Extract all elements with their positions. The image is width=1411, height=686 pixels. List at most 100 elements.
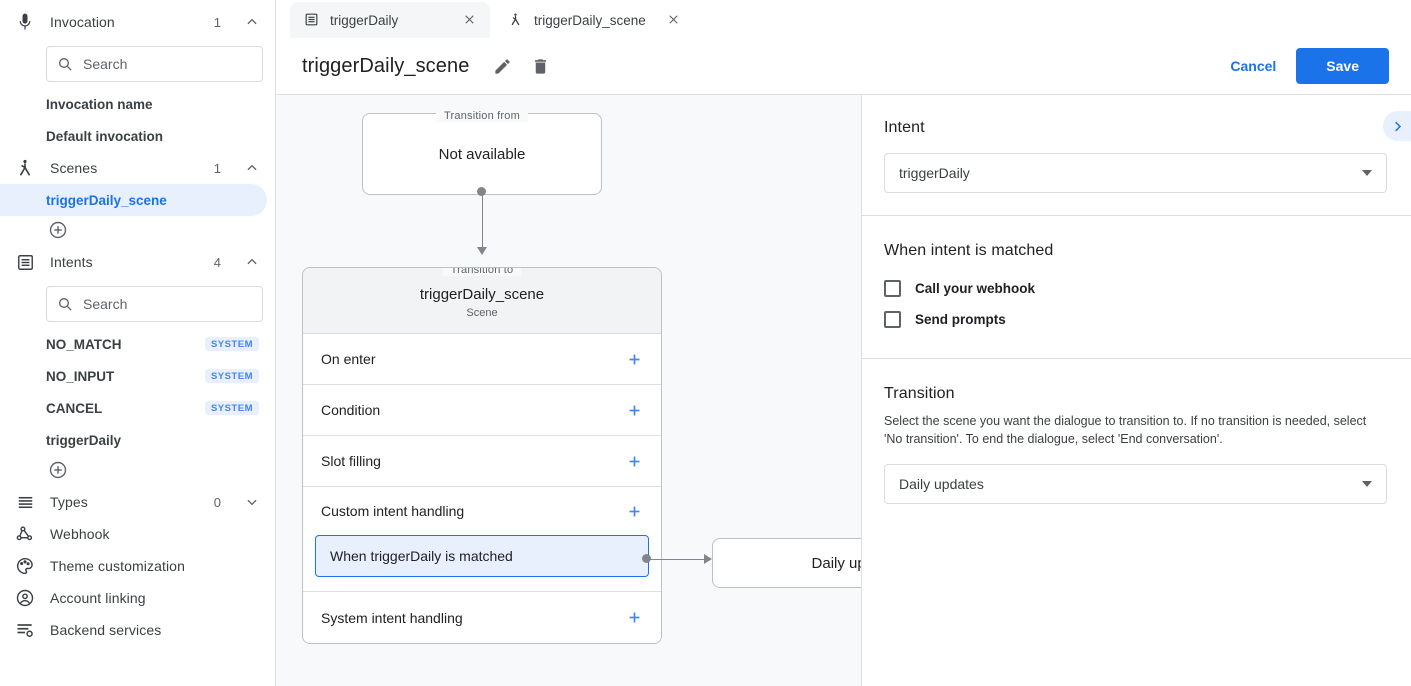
- pencil-icon[interactable]: [491, 55, 513, 77]
- close-icon[interactable]: [666, 12, 682, 28]
- intent-section-title: Intent: [884, 119, 925, 136]
- send-prompts-checkbox[interactable]: [884, 311, 901, 328]
- invocation-search-input[interactable]: [83, 56, 252, 72]
- search-icon: [57, 56, 73, 72]
- close-icon[interactable]: [462, 12, 478, 28]
- scene-row-label: On enter: [321, 351, 376, 367]
- sidebar-item-cancel[interactable]: CANCEL SYSTEM: [0, 392, 275, 424]
- scene-node[interactable]: Transition to triggerDaily_scene Scene O…: [302, 267, 662, 644]
- scene-row-system-intent-handling[interactable]: System intent handling: [303, 592, 661, 643]
- sidebar-item-triggerdaily[interactable]: triggerDaily: [0, 424, 275, 456]
- sidebar-section-intents[interactable]: Intents 4: [0, 246, 275, 278]
- chevron-down-icon[interactable]: [245, 495, 259, 509]
- sidebar-section-invocation[interactable]: Invocation 1: [0, 6, 275, 38]
- sidebar-item-webhook[interactable]: Webhook: [0, 518, 275, 550]
- scene-node-header: triggerDaily_scene Scene: [303, 268, 661, 334]
- sidebar-item-label: Webhook: [50, 526, 110, 542]
- types-icon: [14, 491, 36, 513]
- sidebar-item-theme-customization[interactable]: Theme customization: [0, 550, 275, 582]
- invocation-search-wrap: [0, 38, 275, 88]
- when-intent-matched-section: When intent is matched Call your webhook…: [862, 216, 1411, 359]
- transition-from-node[interactable]: Transition from Not available: [362, 110, 602, 195]
- transition-target-value: Daily updates: [811, 554, 861, 572]
- transition-select[interactable]: Daily updates: [884, 464, 1387, 505]
- add-icon[interactable]: [625, 401, 643, 419]
- sidebar-item-no-match[interactable]: NO_MATCH SYSTEM: [0, 328, 275, 360]
- legend-text: Transition from: [436, 110, 528, 122]
- checkbox-row-send-prompts[interactable]: Send prompts: [884, 311, 1387, 328]
- sidebar-item-label: Backend services: [50, 622, 162, 638]
- chevron-up-icon[interactable]: [245, 15, 259, 29]
- webhook-icon: [14, 523, 36, 545]
- save-button[interactable]: Save: [1296, 48, 1389, 84]
- status-badge: SYSTEM: [204, 368, 259, 384]
- intents-search-input[interactable]: [83, 296, 252, 312]
- page-header: triggerDaily_scene Cancel Save: [276, 38, 1411, 95]
- transition-select-value: Daily updates: [899, 476, 984, 493]
- sidebar-section-types[interactable]: Types 0: [0, 486, 275, 518]
- tab-triggerdaily-scene[interactable]: triggerDaily_scene: [494, 2, 694, 38]
- sidebar-item-invocation-name[interactable]: Invocation name: [0, 88, 275, 120]
- chevron-down-icon: [1362, 170, 1372, 176]
- call-webhook-checkbox[interactable]: [884, 280, 901, 297]
- scene-row-custom-intent-handling[interactable]: Custom intent handling: [303, 487, 661, 535]
- sidebar-section-count: 4: [213, 254, 221, 270]
- add-circle-icon[interactable]: [48, 220, 68, 240]
- checkbox-row-call-your-webhook[interactable]: Call your webhook: [884, 280, 1387, 297]
- sidebar-section-count: 1: [213, 14, 221, 30]
- backend-services-icon: [14, 619, 36, 641]
- sidebar-item-account-linking[interactable]: Account linking: [0, 582, 275, 614]
- sidebar-item-backend-services[interactable]: Backend services: [0, 614, 275, 646]
- cancel-button[interactable]: Cancel: [1216, 49, 1290, 83]
- transition-section: Transition Select the scene you want the…: [862, 359, 1411, 526]
- scenes-icon: [14, 157, 36, 179]
- invocation-search-box[interactable]: [46, 46, 263, 82]
- sidebar-item-default-invocation[interactable]: Default invocation: [0, 120, 275, 152]
- scene-row-slot-filling[interactable]: Slot filling: [303, 436, 661, 487]
- scene-row-label: Slot filling: [321, 453, 381, 469]
- intent-handler-chip[interactable]: When triggerDaily is matched: [315, 535, 649, 577]
- page-title: triggerDaily_scene: [302, 54, 470, 77]
- transition-target-node[interactable]: Transition to Daily updates: [712, 538, 861, 588]
- trash-icon[interactable]: [529, 55, 551, 77]
- tab-label: triggerDaily: [330, 12, 399, 28]
- tab-strip: triggerDaily triggerDaily_scene: [276, 0, 1411, 38]
- add-circle-icon[interactable]: [48, 460, 68, 480]
- add-icon[interactable]: [625, 350, 643, 368]
- tab-triggerdaily[interactable]: triggerDaily: [290, 2, 490, 38]
- sidebar-item-label: CANCEL: [46, 400, 103, 416]
- account-circle-icon: [14, 587, 36, 609]
- custom-intent-handler-wrap: When triggerDaily is matched: [303, 535, 661, 592]
- sidebar-section-label: Intents: [50, 254, 93, 270]
- add-icon[interactable]: [625, 502, 643, 520]
- spacer: [884, 260, 1387, 266]
- sidebar-item-triggerdaily-scene[interactable]: triggerDaily_scene: [0, 184, 267, 216]
- sidebar-section-label: Scenes: [50, 160, 98, 176]
- intents-search-box[interactable]: [46, 286, 263, 322]
- chevron-up-icon[interactable]: [245, 255, 259, 269]
- sidebar-section-count: 1: [213, 160, 221, 176]
- status-badge: SYSTEM: [204, 336, 259, 352]
- sidebar-item-label: triggerDaily: [46, 432, 122, 448]
- scene-row-condition[interactable]: Condition: [303, 385, 661, 436]
- intents-search-wrap: [0, 278, 275, 328]
- main-column: triggerDaily triggerDaily_scene triggerD…: [276, 0, 1411, 686]
- transition-to-legend: Transition to: [713, 531, 861, 549]
- sidebar-item-label: Account linking: [50, 590, 146, 606]
- add-icon[interactable]: [625, 452, 643, 470]
- chevron-right-icon[interactable]: [1383, 111, 1411, 141]
- intent-section: Intent triggerDaily: [862, 95, 1411, 216]
- scene-row-on-enter[interactable]: On enter: [303, 334, 661, 385]
- chevron-up-icon[interactable]: [245, 161, 259, 175]
- when-matched-title: When intent is matched: [884, 242, 1054, 259]
- add-icon[interactable]: [625, 609, 643, 627]
- connector-line: [647, 558, 707, 560]
- sidebar-section-scenes[interactable]: Scenes 1: [0, 152, 275, 184]
- scenes-icon: [508, 12, 524, 28]
- intent-select[interactable]: triggerDaily: [884, 153, 1387, 193]
- scene-row-label: System intent handling: [321, 609, 463, 626]
- sidebar-item-no-input[interactable]: NO_INPUT SYSTEM: [0, 360, 275, 392]
- scene-canvas[interactable]: Transition from Not available Transition…: [276, 95, 862, 686]
- left-sidebar: Invocation 1 Invocation name Default inv…: [0, 0, 276, 686]
